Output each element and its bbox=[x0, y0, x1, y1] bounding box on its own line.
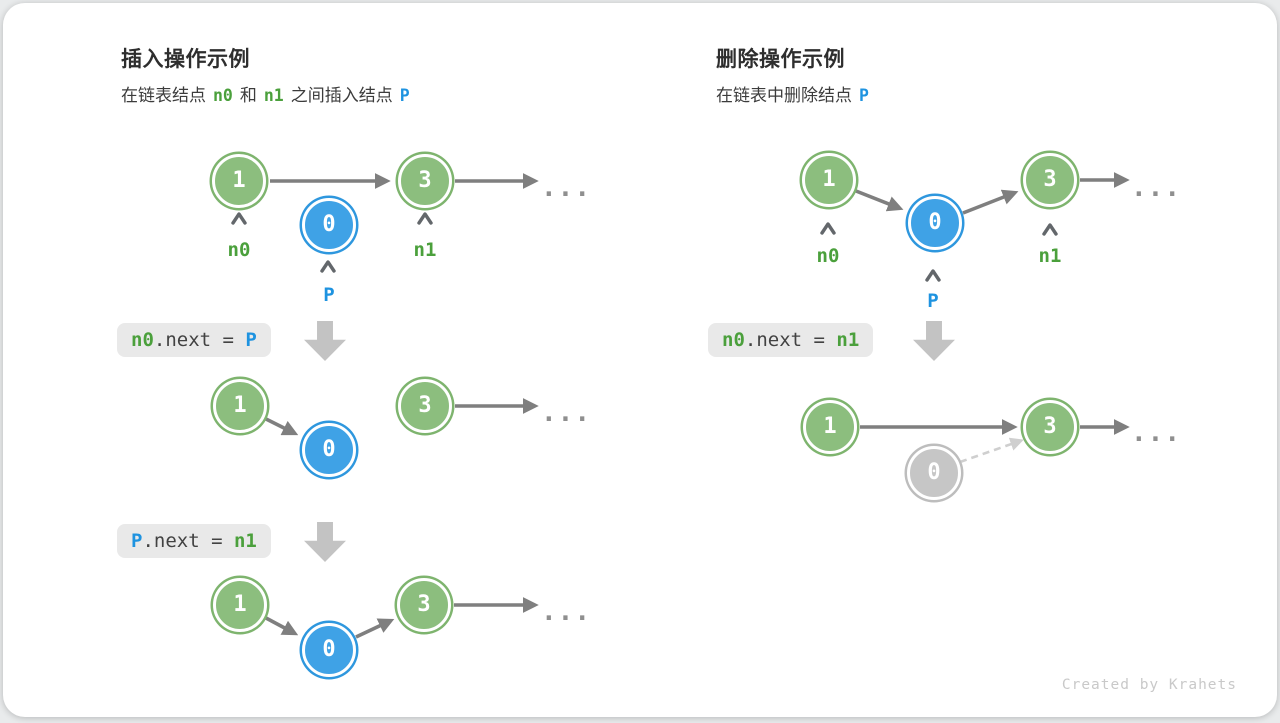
node-value: 3 bbox=[418, 170, 431, 192]
subtitle-text: 之间插入结点 bbox=[291, 86, 393, 105]
list-node-p-removed: 0 bbox=[907, 446, 961, 500]
arrow-left3-1to0 bbox=[266, 618, 294, 633]
node-value: 3 bbox=[1043, 416, 1056, 438]
node-value: 1 bbox=[822, 169, 835, 191]
dashed-arrow-right2-0to3 bbox=[960, 441, 1020, 462]
node-value: 1 bbox=[233, 594, 246, 616]
pointer-label-p: P bbox=[927, 292, 938, 311]
node-value: 0 bbox=[927, 462, 940, 484]
node-value: 0 bbox=[322, 639, 335, 661]
list-node-p: 0 bbox=[302, 623, 356, 677]
node-value: 1 bbox=[232, 170, 245, 192]
caret-up-icon bbox=[822, 224, 834, 233]
node-value: 3 bbox=[418, 395, 431, 417]
arrow-right1-1to0 bbox=[856, 191, 899, 208]
credit-text: Created by Krahets bbox=[1062, 677, 1237, 693]
right-panel-subtitle: 在链表中删除结点 P bbox=[716, 81, 876, 106]
code-token: n1 bbox=[836, 329, 859, 351]
pointer-label-n0: n0 bbox=[228, 241, 251, 260]
caret-up-icon bbox=[927, 271, 939, 280]
code-token: .next = bbox=[154, 329, 246, 351]
node-value: 0 bbox=[928, 212, 941, 234]
caret-up-icon bbox=[322, 262, 334, 271]
pointer-label-n1: n1 bbox=[414, 241, 437, 260]
code-label-insert-step2: P.next = n1 bbox=[117, 524, 271, 558]
down-arrow-icon bbox=[304, 321, 346, 361]
pointer-label-n1: n1 bbox=[1039, 247, 1062, 266]
node-value: 0 bbox=[322, 439, 335, 461]
list-node-3: 3 bbox=[1023, 153, 1077, 207]
code-token: P bbox=[131, 530, 142, 552]
pointer-label-p: P bbox=[323, 286, 334, 305]
subtitle-token-n1: n1 bbox=[264, 86, 284, 105]
list-node-3: 3 bbox=[398, 154, 452, 208]
arrow-right1-0to3 bbox=[963, 193, 1014, 213]
subtitle-text: 和 bbox=[240, 86, 257, 105]
arrows-layer bbox=[3, 3, 1280, 723]
subtitle-token-p: P bbox=[400, 86, 410, 105]
left-panel-title: 插入操作示例 bbox=[121, 43, 250, 73]
list-node-1: 1 bbox=[213, 379, 267, 433]
down-arrow-icon bbox=[304, 522, 346, 562]
code-token: .next = bbox=[142, 530, 234, 552]
list-node-1: 1 bbox=[802, 153, 856, 207]
arrow-left3-0to3 bbox=[356, 621, 390, 637]
node-value: 3 bbox=[1043, 169, 1056, 191]
arrow-left2-1to0 bbox=[266, 419, 294, 433]
code-token: P bbox=[245, 329, 256, 351]
code-token: .next = bbox=[745, 329, 837, 351]
list-node-p: 0 bbox=[908, 196, 962, 250]
left-panel-subtitle: 在链表结点 n0 和 n1 之间插入结点 P bbox=[121, 81, 417, 106]
code-label-delete-step: n0.next = n1 bbox=[708, 323, 873, 357]
list-node-3: 3 bbox=[398, 379, 452, 433]
code-token: n0 bbox=[722, 329, 745, 351]
right-panel-title: 删除操作示例 bbox=[716, 43, 845, 73]
down-arrow-icon bbox=[913, 321, 955, 361]
subtitle-text: 在链表中删除结点 bbox=[716, 86, 852, 105]
subtitle-token-p: P bbox=[859, 86, 869, 105]
subtitle-token-n0: n0 bbox=[213, 86, 233, 105]
list-node-p: 0 bbox=[302, 423, 356, 477]
list-node-3: 3 bbox=[397, 578, 451, 632]
list-node-1: 1 bbox=[803, 400, 857, 454]
node-value: 1 bbox=[233, 395, 246, 417]
code-label-insert-step1: n0.next = P bbox=[117, 323, 271, 357]
caret-up-icon bbox=[419, 214, 431, 223]
pointer-label-n0: n0 bbox=[817, 247, 840, 266]
node-value: 3 bbox=[417, 594, 430, 616]
list-node-p: 0 bbox=[302, 198, 356, 252]
subtitle-text: 在链表结点 bbox=[121, 86, 206, 105]
caret-up-icon bbox=[233, 214, 245, 223]
node-value: 1 bbox=[823, 416, 836, 438]
code-token: n1 bbox=[234, 530, 257, 552]
list-node-1: 1 bbox=[212, 154, 266, 208]
list-node-1: 1 bbox=[213, 578, 267, 632]
list-node-3: 3 bbox=[1023, 400, 1077, 454]
code-token: n0 bbox=[131, 329, 154, 351]
caret-up-icon bbox=[1044, 225, 1056, 234]
node-value: 0 bbox=[322, 214, 335, 236]
